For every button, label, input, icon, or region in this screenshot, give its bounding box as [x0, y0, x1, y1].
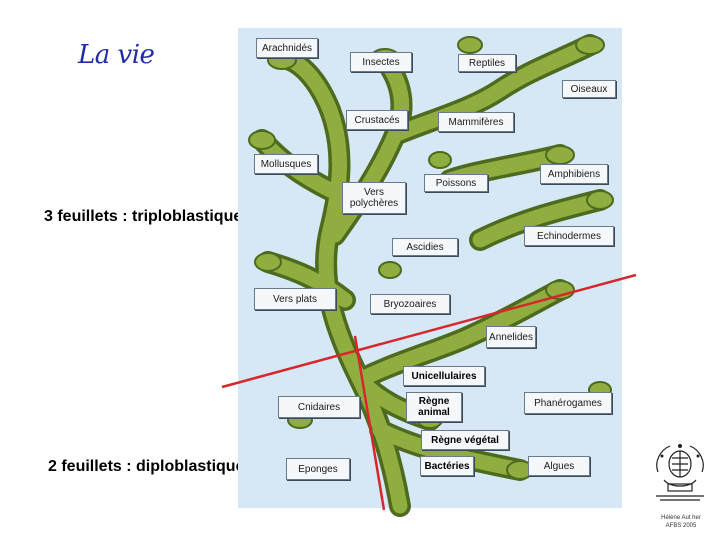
- caption-triploblastic: 3 feuillets : triploblastiques: [44, 208, 252, 225]
- label-echinodermes: Echinodermes: [524, 226, 614, 246]
- label-amphibiens: Amphibiens: [540, 164, 608, 184]
- label-eponges: Eponges: [286, 458, 350, 480]
- label-vers-plats: Vers plats: [254, 288, 336, 310]
- author-credit: Hélène Aut her AFBS 2005: [650, 514, 712, 530]
- label-bacteries: Bactéries: [420, 456, 474, 476]
- label-phanerogames: Phanérogames: [524, 392, 612, 414]
- credit-author: Hélène Aut her: [661, 515, 701, 521]
- label-mammiferes: Mammifères: [438, 112, 514, 132]
- label-annelides: Annelides: [486, 326, 536, 348]
- label-cnidaires: Cnidaires: [278, 396, 360, 418]
- label-insectes: Insectes: [350, 52, 412, 72]
- label-mollusques: Mollusques: [254, 154, 318, 174]
- credit-year: AFBS 2005: [665, 523, 697, 529]
- label-unicellulaires: Unicellulaires: [403, 366, 485, 386]
- page-title: La vie: [78, 40, 155, 70]
- label-regne-animal: Règne animal: [406, 392, 462, 422]
- label-ascidies: Ascidies: [392, 238, 458, 256]
- label-reptiles: Reptiles: [458, 54, 516, 72]
- label-regne-vegetal: Règne végétal: [421, 430, 509, 450]
- label-oiseaux: Oiseaux: [562, 80, 616, 98]
- divider-lines: [221, 273, 637, 511]
- caption-diploblastic: 2 feuillets : diploblastiques: [48, 458, 254, 475]
- label-algues: Algues: [528, 456, 590, 476]
- label-vers-polycheres: Vers polychères: [342, 182, 406, 214]
- label-poissons: Poissons: [424, 174, 488, 192]
- label-arachnides: Arachnidés: [256, 38, 318, 58]
- label-bryozoaires: Bryozoaires: [370, 294, 450, 314]
- label-crustaces: Crustacés: [346, 110, 408, 130]
- association-seal-logo: [656, 444, 704, 501]
